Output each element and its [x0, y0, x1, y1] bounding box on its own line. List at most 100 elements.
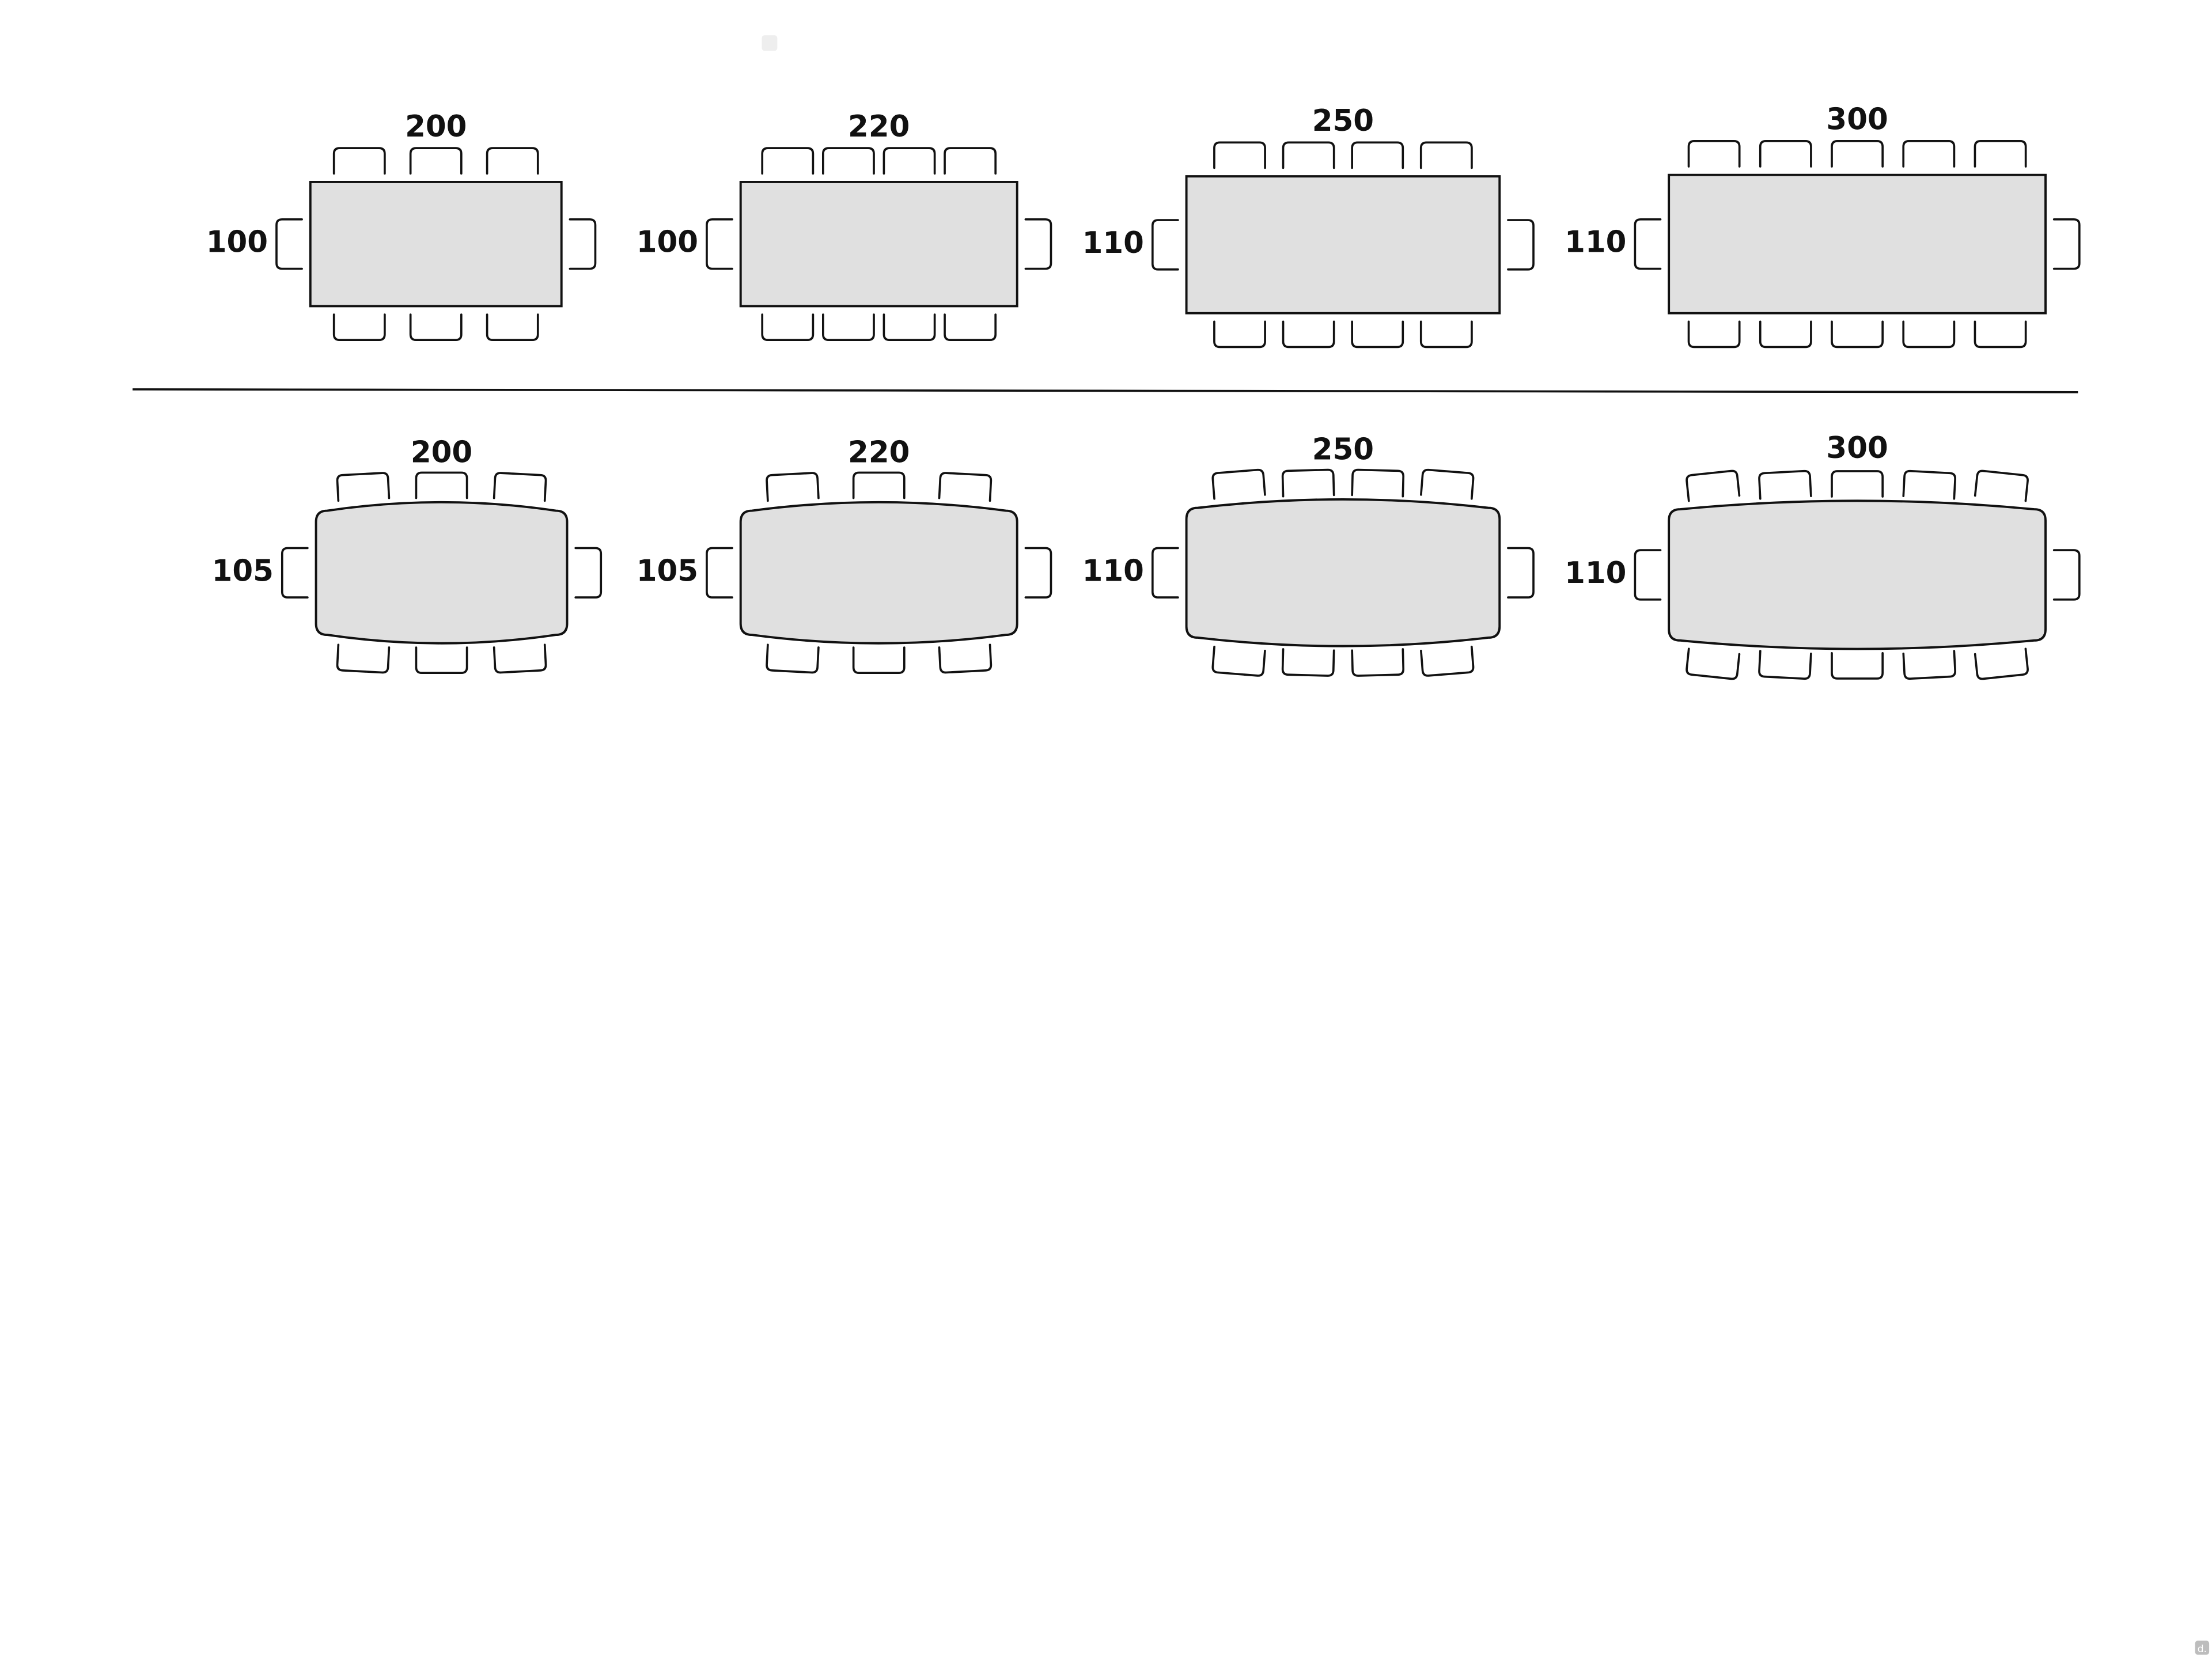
chair-icon [1420, 468, 1475, 500]
chair-icon [1151, 219, 1179, 271]
table-top [739, 180, 1018, 308]
width-label: 110 [1082, 554, 1144, 588]
length-label: 300 [1826, 103, 1888, 137]
section-divider [132, 388, 2078, 393]
chair-icon [761, 313, 815, 342]
chair-icon [415, 471, 468, 499]
chair-icon [1974, 140, 2027, 168]
width-label: 105 [212, 554, 274, 588]
table-top [739, 501, 1018, 645]
chair-icon [574, 547, 603, 599]
logo-icon-corner: d. [2195, 1641, 2210, 1655]
chair-icon [332, 147, 386, 175]
table-barrel-220x105: 220 105 [637, 435, 1052, 674]
chair-icon [761, 147, 815, 175]
chair-icon [1213, 141, 1266, 169]
chair-icon [569, 218, 597, 270]
chair-icon [1281, 648, 1335, 677]
length-label: 250 [1312, 104, 1374, 138]
chair-icon [2052, 549, 2081, 601]
table-barrel-200x105: 200 105 [212, 435, 603, 674]
chair-icon [1687, 320, 1741, 349]
chair-icon [275, 218, 303, 270]
chair-icon [1634, 549, 1662, 601]
chair-icon [1024, 218, 1052, 270]
chair-icon [1211, 468, 1266, 500]
chair-icon [1211, 645, 1266, 677]
table-top [309, 180, 563, 308]
chair-icon [493, 472, 547, 502]
chair-icon [766, 472, 820, 502]
chair-icon [1507, 219, 1535, 271]
chair-icon [1831, 652, 1884, 680]
chair-icon [409, 147, 463, 175]
chair-icon [1351, 320, 1404, 349]
length-label: 220 [848, 435, 910, 470]
chair-icon [1974, 320, 2027, 349]
width-label: 100 [206, 225, 268, 260]
chair-icon [1687, 140, 1741, 168]
chair-icon [1351, 468, 1405, 498]
chair-icon [1758, 469, 1812, 500]
table-top [1668, 499, 2047, 650]
chair-icon [1281, 468, 1335, 498]
chair-icon [852, 471, 906, 499]
chair-icon [1151, 547, 1179, 599]
chair-icon [1974, 469, 2029, 502]
chair-icon [821, 313, 875, 342]
chair-icon [486, 313, 539, 342]
chair-icon [332, 313, 386, 342]
length-label: 200 [405, 109, 467, 144]
chair-icon [336, 643, 391, 674]
chair-icon [944, 313, 997, 342]
chair-icon [1831, 140, 1884, 168]
chair-icon [281, 547, 309, 599]
chair-icon [1419, 320, 1473, 349]
svg-text:d.: d. [2198, 1643, 2207, 1655]
table-top [1185, 175, 1501, 315]
chair-icon [486, 147, 539, 175]
chair-icon [415, 646, 468, 674]
chair-icon [1419, 141, 1473, 169]
table-top [1668, 173, 2047, 315]
chair-icon [1213, 320, 1266, 349]
length-label: 250 [1312, 433, 1374, 467]
chair-icon [706, 218, 733, 270]
width-label: 105 [637, 554, 698, 588]
chair-icon [1902, 650, 1956, 680]
chair-icon [1282, 141, 1335, 169]
chair-icon [1282, 320, 1335, 349]
chair-icon [882, 147, 936, 175]
length-label: 300 [1826, 431, 1888, 465]
chair-icon [1351, 141, 1404, 169]
chair-icon [1831, 470, 1884, 498]
width-label: 110 [1082, 226, 1144, 260]
chair-icon [1974, 647, 2029, 680]
width-label: 110 [1565, 225, 1626, 260]
chair-icon [1902, 469, 1956, 500]
chair-icon [706, 547, 733, 599]
chair-icon [1634, 218, 1662, 270]
table-rectangular-250x110: 250 110 [1082, 104, 1535, 349]
chair-icon [944, 147, 997, 175]
chair-icon [409, 313, 463, 342]
chair-icon [766, 643, 820, 674]
chair-icon [1758, 650, 1812, 680]
chair-icon [1685, 647, 1741, 680]
length-label: 200 [411, 435, 472, 470]
chair-icon [1902, 140, 1956, 168]
chair-icon [1759, 140, 1812, 168]
chair-icon [2052, 218, 2081, 270]
chair-icon [1420, 645, 1475, 677]
chair-icon [938, 472, 993, 502]
chair-icon [493, 643, 547, 674]
chair-icon [852, 646, 906, 674]
width-label: 100 [637, 225, 698, 260]
chair-icon [1759, 320, 1812, 349]
chair-icon [938, 643, 993, 674]
chair-icon [1507, 547, 1535, 599]
table-top [315, 501, 569, 645]
